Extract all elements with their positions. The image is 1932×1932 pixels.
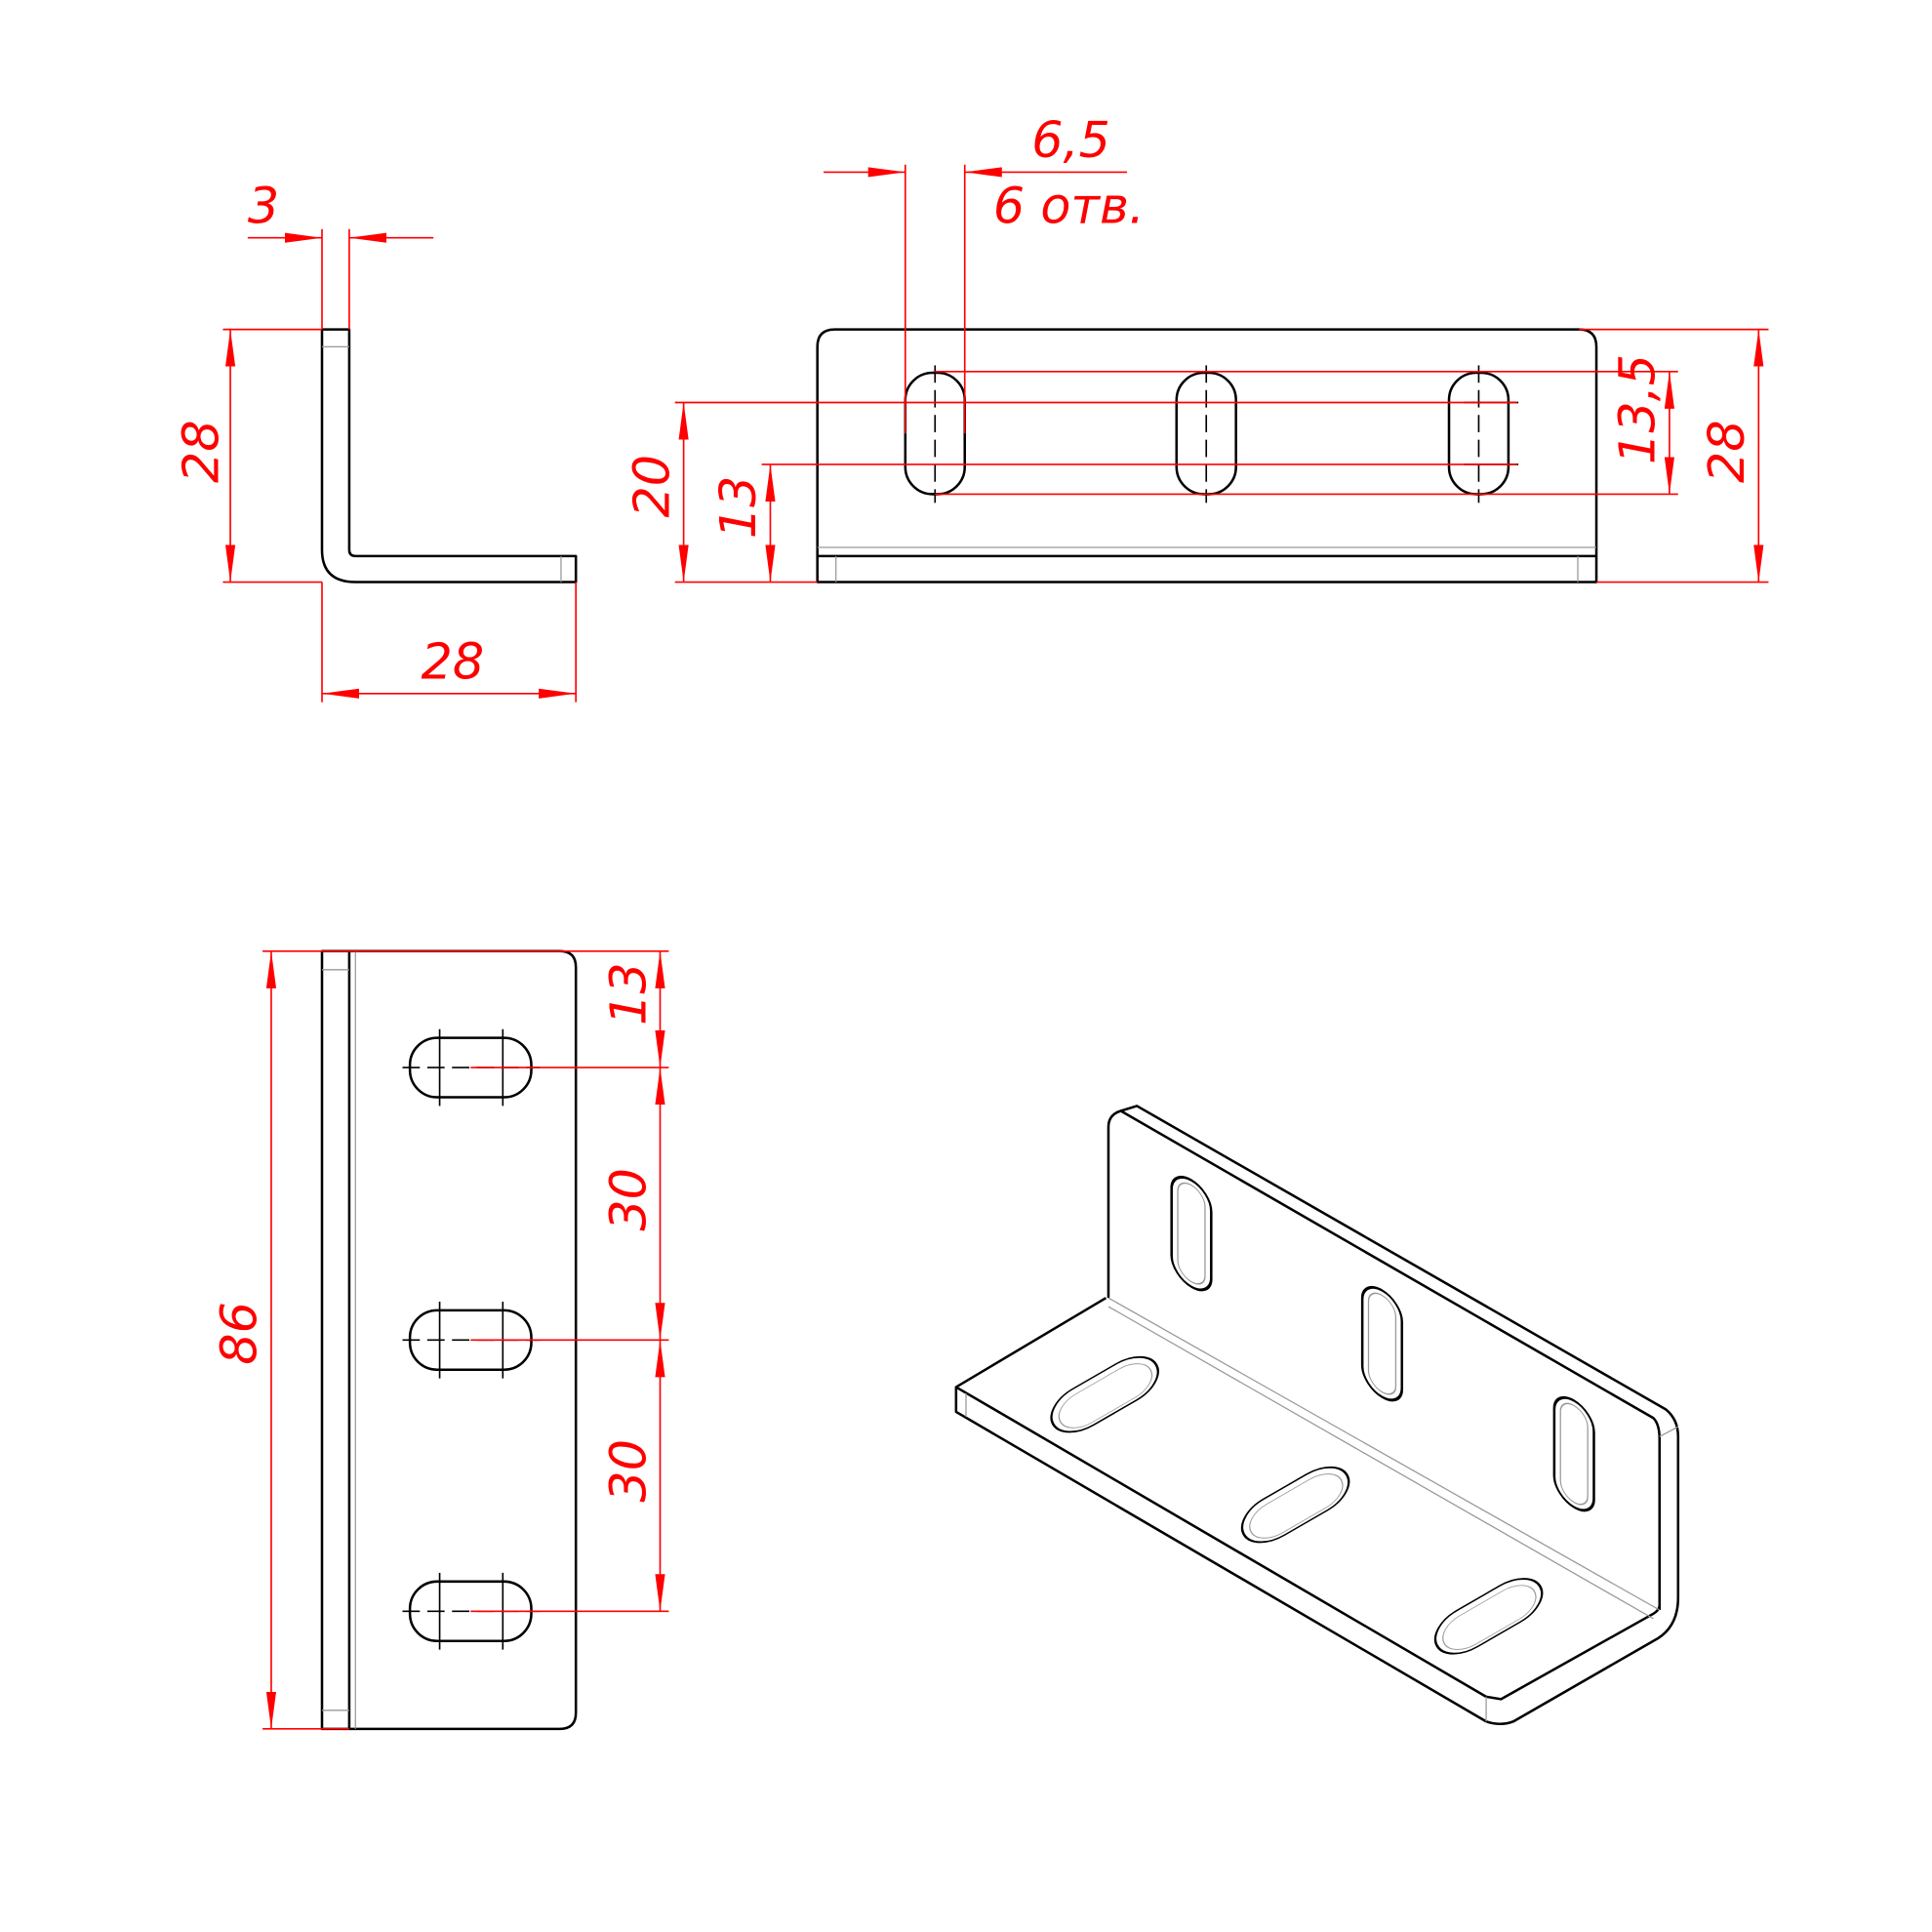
dim-upper-center: 20: [623, 455, 680, 518]
dim-slot-span: 13,5: [1609, 354, 1667, 464]
iso-vertical-slots: [1170, 1175, 1595, 1512]
iso-base-slots: [1050, 1355, 1544, 1655]
dim-slot-width: 6,5: [1031, 111, 1110, 169]
front-view: 6,5 6 отв. 13,5 20 13 28: [623, 111, 1769, 584]
top-outline: [320, 949, 578, 1731]
note-slot-count: 6 отв.: [993, 177, 1145, 234]
dim-side-height: 28: [172, 420, 229, 483]
front-slots: [904, 365, 1519, 503]
dim-pitch-1: 30: [599, 1168, 657, 1231]
dim-length: 86: [211, 1302, 268, 1365]
dim-front-height: 28: [1698, 420, 1755, 483]
dim-lower-center: 13: [709, 476, 767, 540]
side-view: 3 28 28: [172, 177, 578, 703]
isometric-view: [954, 1105, 1680, 1726]
dim-pitch-2: 30: [599, 1439, 657, 1503]
dim-thickness: 3: [248, 177, 279, 234]
dim-first-offset: 13: [599, 962, 657, 1026]
dim-side-width: 28: [422, 633, 485, 691]
l-profile: [320, 328, 578, 584]
top-view: 86 13 30 30: [211, 949, 669, 1731]
